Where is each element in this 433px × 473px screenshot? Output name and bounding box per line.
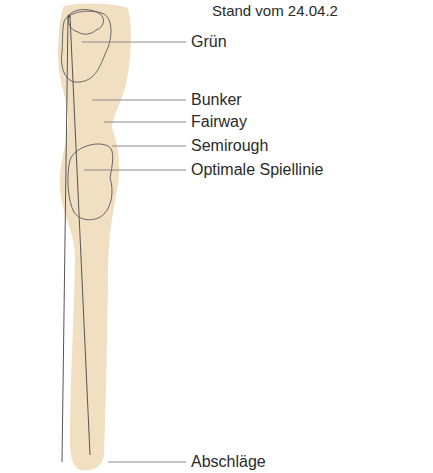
green-inner [68, 10, 103, 35]
fairway-outline [68, 144, 113, 220]
part-label: Grün [191, 33, 227, 51]
part-label: Optimale Spiellinie [191, 161, 324, 179]
part-label: Bunker [191, 91, 242, 109]
leader-line [82, 42, 186, 43]
part-label: Semirough [191, 137, 268, 155]
leader-line [84, 170, 186, 171]
part-label: Fairway [191, 113, 247, 131]
part-label: Abschläge [191, 453, 266, 471]
play-line [62, 16, 68, 462]
leader-line [108, 462, 186, 463]
leader-line [104, 122, 186, 123]
leader-lines [82, 42, 186, 462]
leader-line [112, 146, 186, 147]
leader-line [92, 100, 186, 101]
play-line [70, 16, 90, 455]
date-note: Stand vom 24.04.2 [212, 2, 338, 20]
pin [68, 15, 71, 18]
hole-ground [58, 4, 131, 471]
